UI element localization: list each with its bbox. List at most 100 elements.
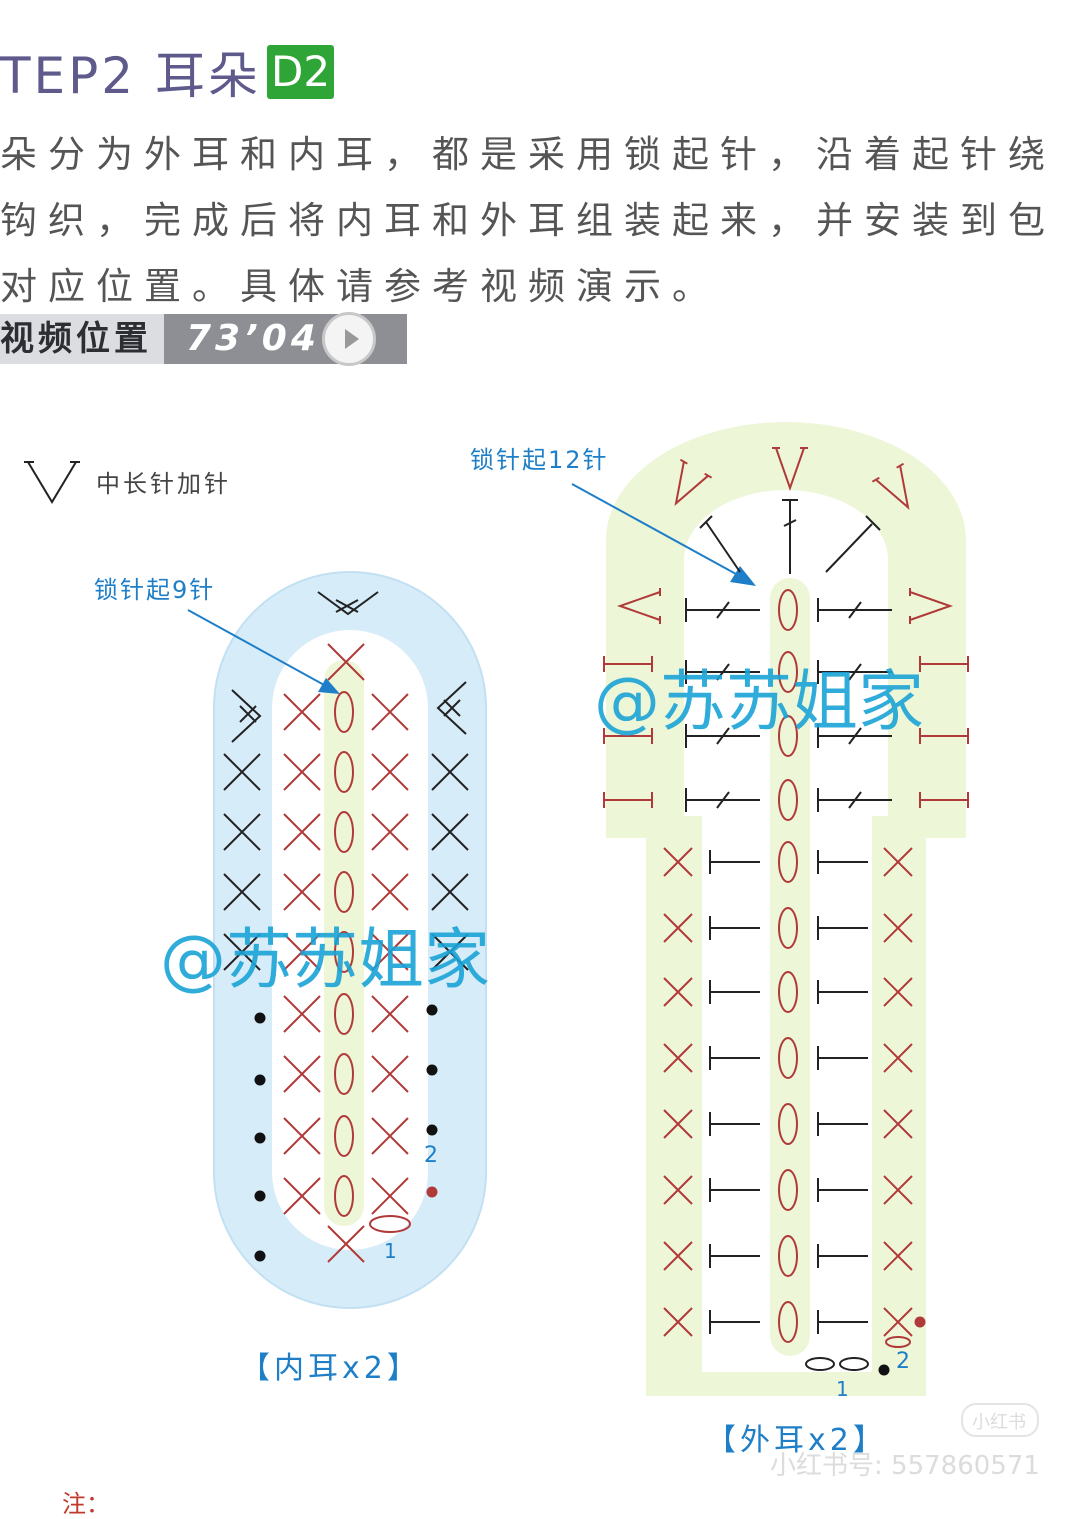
single-crochet-symbol [663, 1109, 693, 1139]
hdc-side-symbol [603, 728, 653, 744]
single-crochet-symbol [283, 1055, 321, 1093]
dc-symbol [817, 660, 892, 684]
chain-stitch-symbol [334, 751, 354, 793]
chain-stitch-symbol [334, 871, 354, 913]
slip-stitch-symbol [878, 1364, 890, 1376]
single-crochet-symbol [223, 933, 261, 971]
slip-stitch-symbol [426, 1064, 438, 1076]
chain-stitch-symbol [778, 1235, 798, 1277]
single-crochet-symbol [371, 1055, 409, 1093]
dc-symbol [685, 660, 760, 684]
chain-stitch-symbol [778, 651, 798, 693]
platform-badge-text: 小红书 [972, 1412, 1026, 1433]
hdc-increase-symbol [871, 462, 910, 510]
single-crochet-symbol [883, 913, 913, 943]
single-crochet-symbol [663, 1241, 693, 1271]
hdc-increase-symbol [616, 588, 661, 624]
outer-ear-pointer-arrow [730, 566, 756, 586]
single-crochet-symbol [371, 693, 409, 731]
outer-ear-pointer-line [571, 483, 737, 575]
hdc-increase-symbol [674, 458, 713, 506]
single-crochet-symbol [283, 995, 321, 1033]
inner-ear-start-chain-symbol [369, 1215, 411, 1233]
outer-ear-round-2: 2 [896, 1349, 910, 1374]
hdc-side-symbol [603, 656, 653, 672]
hdc-symbol [817, 1310, 868, 1334]
dc-symbol [817, 788, 892, 812]
chain-stitch-symbol [334, 1053, 354, 1095]
single-crochet-symbol [371, 933, 409, 971]
hdc-symbol [709, 1178, 760, 1202]
play-icon[interactable] [322, 312, 376, 366]
hdc-increase-symbol-icon [24, 461, 80, 504]
single-crochet-symbol [663, 847, 693, 877]
outer-ear-center-strip [770, 578, 810, 1356]
single-crochet-symbol [883, 847, 913, 877]
video-position-bar: 视频位置 73’04” [0, 312, 408, 366]
single-crochet-symbol [283, 693, 321, 731]
single-crochet-symbol [371, 813, 409, 851]
hdc-increase-symbol [909, 588, 954, 624]
slip-stitch-symbol [254, 1190, 266, 1202]
chain-stitch-symbol [778, 841, 798, 883]
inner-ear-caption: 【内耳x2】 [240, 1351, 421, 1386]
single-crochet-symbol [431, 813, 469, 851]
hdc-side-symbol [603, 792, 653, 808]
single-crochet-symbol [883, 977, 913, 1007]
single-crochet-symbol [371, 873, 409, 911]
dc-symbol [817, 724, 892, 748]
inner-ear-right-increase-symbol [436, 681, 467, 735]
hdc-symbol [817, 1178, 868, 1202]
single-crochet-symbol [883, 1043, 913, 1073]
step-title: TEP2 耳朵 D2 [0, 40, 335, 105]
hdc-symbol [817, 1112, 868, 1136]
slip-stitch-symbol [254, 1132, 266, 1144]
hdc-symbol [817, 1244, 868, 1268]
description-line-2: 钩织，完成后将内耳和外耳组装起来，并安装到包 [0, 199, 1056, 242]
hdc-symbol [817, 980, 868, 1004]
single-crochet-symbol [283, 753, 321, 791]
step-title-text: TEP2 耳朵 [0, 47, 261, 105]
slip-stitch-symbol [254, 1074, 266, 1086]
single-crochet-symbol [431, 933, 469, 971]
chain-stitch-symbol [778, 907, 798, 949]
inner-ear-chain-label: 锁针起9针 [94, 576, 215, 604]
slip-stitch-symbol [254, 1250, 266, 1262]
single-crochet-symbol [431, 753, 469, 791]
chain-stitch-symbol [334, 1175, 354, 1217]
inner-ear-center-strip [324, 660, 364, 1226]
dc-symbol [817, 598, 892, 622]
dc-symbol [685, 788, 760, 812]
slip-stitch-symbol [914, 1316, 926, 1328]
single-crochet-symbol [663, 1175, 693, 1205]
platform-account: 小红书号: 557860571 [770, 1451, 1040, 1481]
chain-stitch-symbol [778, 1301, 798, 1343]
dc-symbol [685, 598, 760, 622]
single-crochet-symbol [663, 1307, 693, 1337]
hdc-symbol [709, 1310, 760, 1334]
watermark-inner: @苏苏姐家 [160, 921, 490, 998]
single-crochet-symbol [663, 913, 693, 943]
hdc-side-symbol [919, 728, 969, 744]
hdc-symbol [709, 980, 760, 1004]
hdc-symbol [709, 850, 760, 874]
inner-ear-top-increase-symbol [317, 591, 379, 616]
outer-ear-start-chain-1 [805, 1357, 835, 1371]
outer-ear-top-dc-left [699, 515, 741, 573]
chain-stitch-symbol [334, 691, 354, 733]
platform-badge [961, 1403, 1039, 1437]
inner-ear-round-2: 2 [424, 1143, 438, 1168]
single-crochet-symbol [223, 813, 261, 851]
single-crochet-symbol [883, 1307, 913, 1337]
hdc-symbol [817, 850, 868, 874]
inner-ear-pointer-line [187, 609, 327, 687]
slip-stitch-symbol [426, 1124, 438, 1136]
chain-stitch-symbol [334, 993, 354, 1035]
single-crochet-symbol [283, 873, 321, 911]
description-line-1: 朵分为外耳和内耳，都是采用锁起针，沿着起针绕 [0, 133, 1056, 176]
hdc-symbol [817, 916, 868, 940]
single-crochet-symbol [663, 977, 693, 1007]
single-crochet-symbol [883, 1109, 913, 1139]
chain-stitch-symbol [778, 1169, 798, 1211]
